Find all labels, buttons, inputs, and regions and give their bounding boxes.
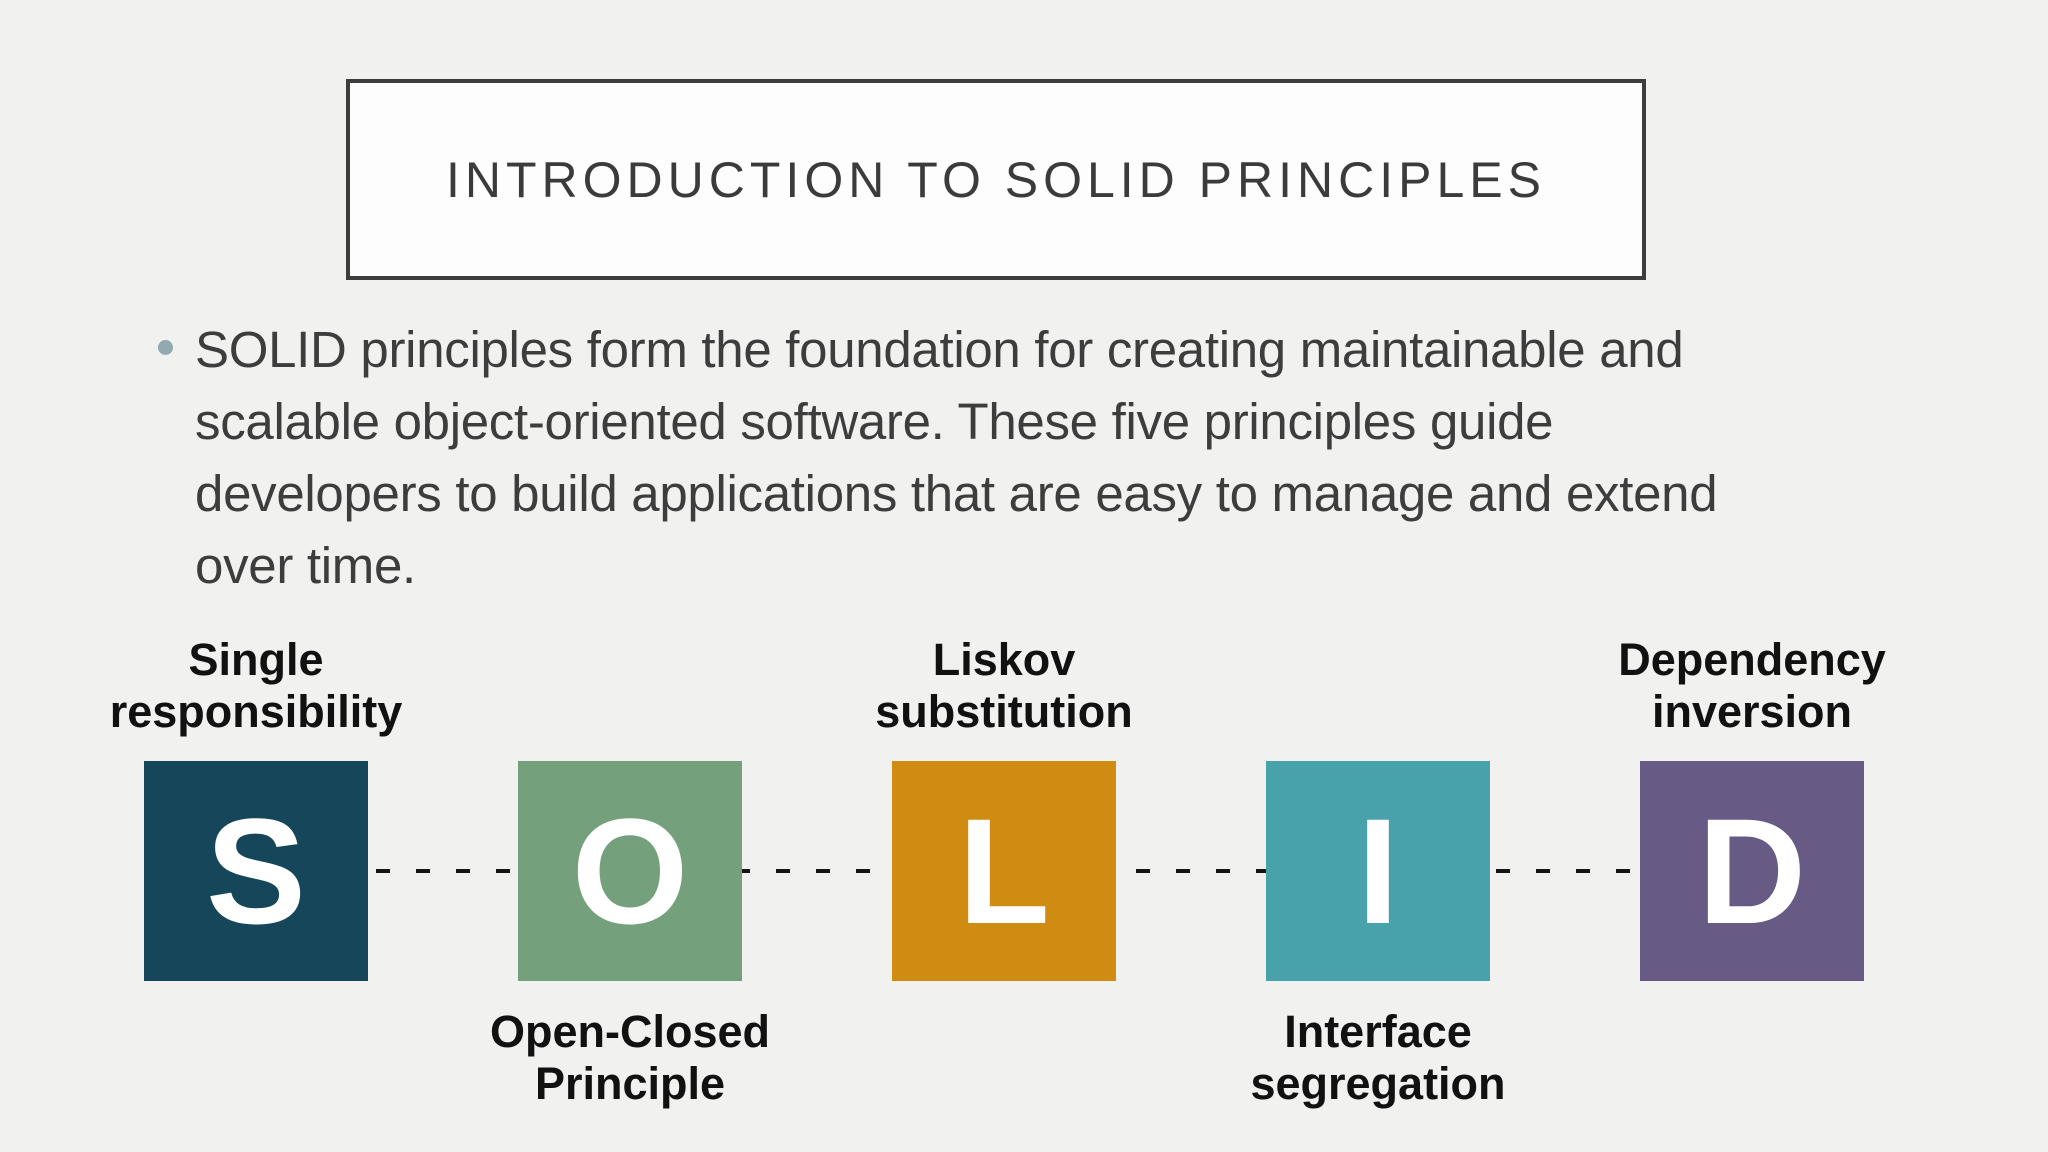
intro-line: SOLID principles form the foundation for… [195,321,1684,378]
intro-line: developers to build applications that ar… [195,465,1718,522]
principle-label-open-closed: Open-Closed Principle [489,1006,771,1109]
title-box: INTRODUCTION TO SOLID PRINCIPLES [346,79,1646,280]
principle-label-single-responsibility: Single responsibility [109,634,403,737]
principle-letter-o: O [571,787,689,955]
principle-square-i: I [1266,761,1490,981]
principle-letter-i: I [1357,787,1399,955]
principle-square-o: O [518,761,742,981]
principle-letter-d: D [1697,787,1807,955]
principle-label-interface-segregation: Interface segregation [1250,1006,1506,1109]
bullet-icon [158,340,173,355]
principle-square-s: S [144,761,368,981]
intro-paragraph: SOLID principles form the foundation for… [195,314,1718,602]
principle-square-d: D [1640,761,1864,981]
intro-line: over time. [195,537,416,594]
principle-label-liskov-substitution: Liskov substitution [875,634,1133,737]
page-title: INTRODUCTION TO SOLID PRINCIPLES [446,151,1546,208]
intro-line: scalable object-oriented software. These… [195,393,1554,450]
principle-square-l: L [892,761,1116,981]
principle-letter-l: L [958,787,1050,955]
principle-label-dependency-inversion: Dependency inversion [1618,634,1886,737]
principle-letter-s: S [205,787,307,955]
